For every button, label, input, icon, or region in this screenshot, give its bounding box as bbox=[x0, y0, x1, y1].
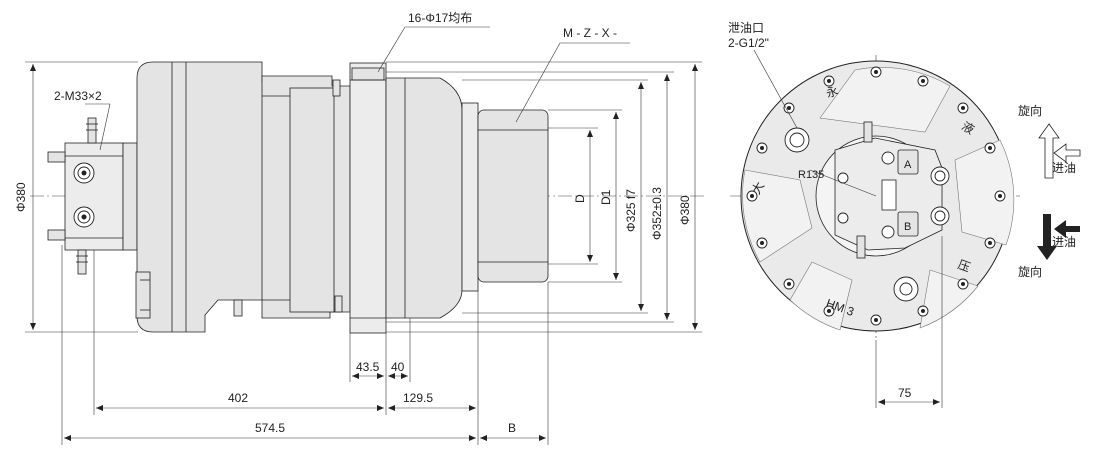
bottom-rotation-label: 旋向 bbox=[1018, 264, 1042, 279]
port-fitting-b bbox=[930, 206, 950, 226]
radius-leader bbox=[809, 169, 877, 197]
port-fitting-lower bbox=[73, 206, 95, 228]
dim-pilot-diameter: Φ325 f7 bbox=[462, 79, 648, 314]
test-plug-top bbox=[86, 117, 98, 144]
mounting-flange bbox=[349, 62, 387, 334]
svg-text:129.5: 129.5 bbox=[403, 391, 433, 405]
dim-574-5: 574.5 bbox=[64, 421, 476, 441]
housing-segments bbox=[742, 67, 1015, 331]
rear-housing bbox=[135, 61, 269, 333]
svg-text:D1: D1 bbox=[599, 189, 613, 205]
dim-402: 402 bbox=[96, 391, 384, 411]
dim-D1: D1 bbox=[548, 109, 622, 283]
top-rotation-indicator: 旋向 进油 bbox=[1018, 103, 1081, 179]
drain-label-line1: 泄油口 bbox=[728, 21, 764, 35]
svg-text:43.5: 43.5 bbox=[356, 360, 380, 374]
top-inlet-label: 进油 bbox=[1052, 161, 1076, 175]
dim-75: 75 bbox=[875, 236, 943, 408]
dim-bolt-circle: Φ352±0.3 bbox=[386, 71, 674, 323]
side-view: 2-M33×2 16-Φ17均布 M - Z - X - Φ380 D D1 bbox=[14, 11, 705, 445]
mounting-holes-label: 16-Φ17均布 bbox=[408, 11, 472, 25]
svg-text:40: 40 bbox=[391, 360, 405, 374]
bottom-rotation-indicator: 进油 旋向 bbox=[1018, 214, 1080, 279]
dim-40: 40 bbox=[388, 360, 408, 379]
port-fitting-upper bbox=[73, 162, 95, 184]
bottom-inlet-label: 进油 bbox=[1052, 235, 1076, 249]
port-fitting-a bbox=[930, 166, 950, 186]
mounting-bolts bbox=[746, 66, 1006, 326]
housing-char-4: 压 bbox=[956, 257, 972, 274]
svg-text:Φ380: Φ380 bbox=[678, 195, 692, 225]
port-b-label: B bbox=[904, 221, 911, 233]
front-view: A B bbox=[728, 21, 1081, 408]
drain-port bbox=[784, 127, 919, 302]
svg-text:Φ325 f7: Φ325 f7 bbox=[624, 189, 638, 232]
housing-char-1: 永 bbox=[824, 83, 840, 100]
svg-text:Φ380: Φ380 bbox=[14, 182, 28, 212]
middle-housing bbox=[233, 75, 351, 319]
svg-text:D: D bbox=[573, 194, 587, 203]
ports-label: 2-M33×2 bbox=[54, 89, 102, 103]
spline-label: M - Z - X - bbox=[563, 26, 617, 40]
port-a-label: A bbox=[904, 159, 912, 171]
svg-text:B: B bbox=[508, 421, 516, 435]
drain-label-line2: 2-G1/2" bbox=[728, 36, 769, 50]
dim-D: D bbox=[548, 127, 598, 265]
dim-left-height: Φ380 bbox=[14, 61, 138, 333]
test-plug-bottom bbox=[76, 249, 88, 275]
svg-text:Φ352±0.3: Φ352±0.3 bbox=[650, 187, 664, 240]
svg-text:402: 402 bbox=[228, 391, 248, 405]
dim-outer-diameter: Φ380 bbox=[386, 61, 702, 333]
radius-label: R135 bbox=[798, 169, 824, 181]
shaft-end bbox=[477, 109, 549, 283]
dim-129-5: 129.5 bbox=[388, 391, 476, 411]
top-rotation-label: 旋向 bbox=[1018, 103, 1042, 118]
front-housing bbox=[385, 77, 479, 319]
dim-flange-thickness: 43.5 bbox=[352, 360, 384, 379]
svg-text:75: 75 bbox=[898, 386, 912, 400]
plate-bolts bbox=[837, 151, 895, 239]
dim-B: B bbox=[480, 421, 546, 441]
svg-text:574.5: 574.5 bbox=[255, 421, 285, 435]
